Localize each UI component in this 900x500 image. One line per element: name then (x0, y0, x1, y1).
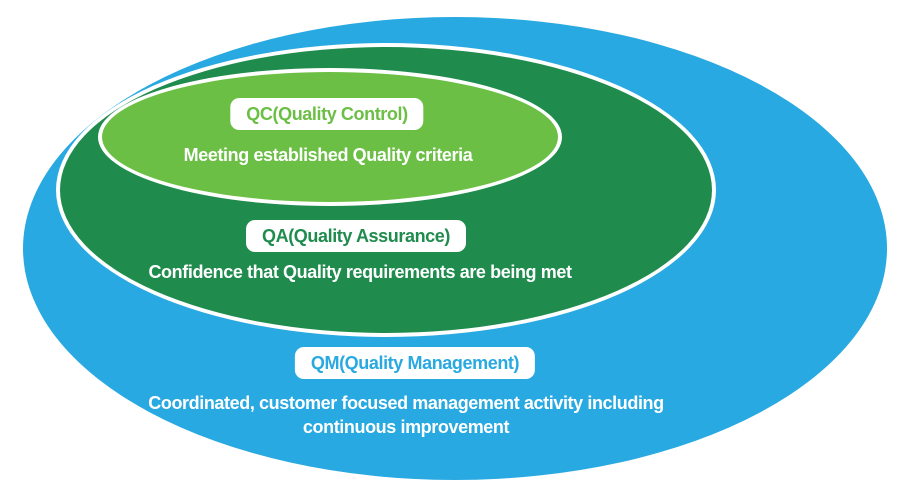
qc-description: Meeting established Quality criteria (183, 145, 473, 165)
qc-label-badge: QC(Quality Control) (230, 98, 424, 130)
qm-label-badge: QM(Quality Management) (294, 347, 536, 379)
qc-inner-ellipse (98, 68, 562, 206)
qa-description: Confidence that Quality requirements are… (148, 262, 572, 282)
qa-label-badge: QA(Quality Assurance) (246, 220, 466, 252)
qm-description: Coordinated, customer focused management… (148, 393, 664, 437)
